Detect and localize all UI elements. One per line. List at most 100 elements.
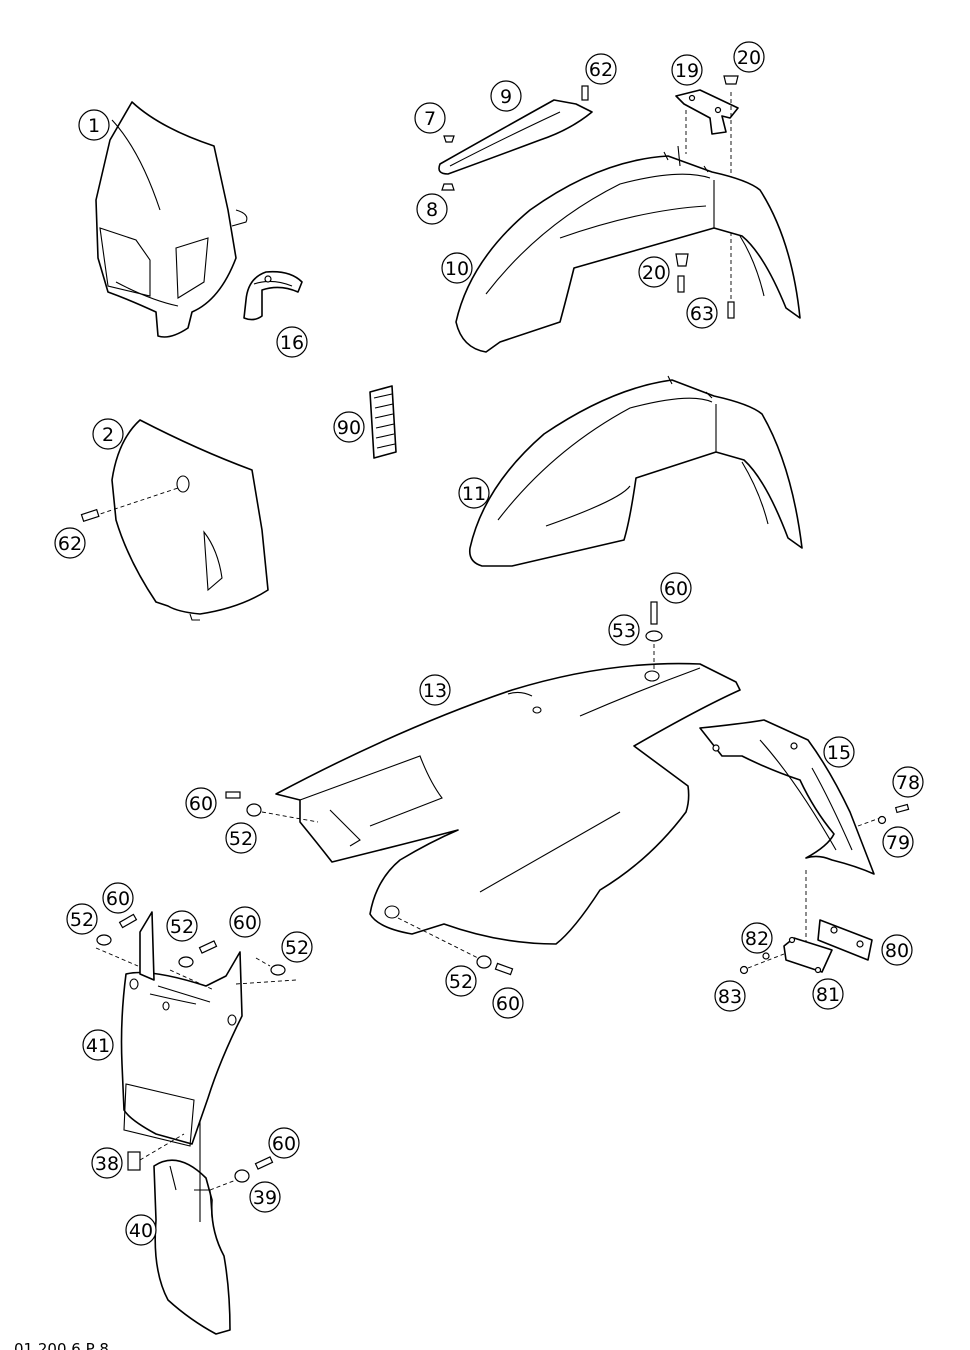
callout-number: 83 (718, 986, 742, 1008)
fender-brace (438, 99, 593, 175)
callout-number: 52 (170, 916, 194, 938)
nut-plate-light-icon (739, 965, 749, 975)
callout-circle (91, 1147, 123, 1179)
callout-number: 7 (424, 108, 436, 130)
callout-circle (490, 80, 522, 112)
callout-side-cover: 13 (419, 674, 451, 706)
screw-side-cover-left-icon (225, 791, 241, 799)
callout-number: 1 (88, 115, 100, 137)
callout-number: 19 (675, 60, 699, 82)
callout-number: 52 (449, 971, 473, 993)
washer-plate-light-icon (762, 952, 770, 960)
fender-mount-bracket (675, 89, 739, 135)
callout-circle (741, 922, 773, 954)
washer-rear-fender-left-icon (96, 934, 112, 946)
screw-fender-brace-icon (443, 135, 455, 143)
callout-number: 82 (745, 928, 769, 950)
screw-rear-fender-left-icon (118, 913, 138, 929)
callout-screw-mudflap: 60 (268, 1127, 300, 1159)
callout-number: 60 (664, 578, 688, 600)
callout-number: 79 (886, 832, 910, 854)
drawing-code: 01 200 6 P 8 (14, 1340, 109, 1350)
callout-number: 90 (337, 417, 361, 439)
callout-washer-side-cover-left: 52 (225, 822, 257, 854)
screw-rear-fender-mid-icon (198, 940, 218, 954)
callout-number: 63 (690, 303, 714, 325)
callout-circle (660, 572, 692, 604)
callout-fender-brace: 9 (490, 80, 522, 112)
callout-number: 60 (189, 793, 213, 815)
callout-circle (892, 766, 924, 798)
callout-circle (823, 736, 855, 768)
callout-circle (671, 54, 703, 86)
callout-number: 52 (70, 909, 94, 931)
headlight-mask (95, 101, 248, 338)
grommet-lower-icon (675, 253, 689, 267)
clip-nut-icon (127, 1151, 141, 1171)
callout-screw-front-fender: 63 (686, 297, 718, 329)
callout-mudflap: 40 (125, 1214, 157, 1246)
callout-washer-rear-fender-left: 52 (66, 903, 98, 935)
callout-license-plate-light: 80 (881, 934, 913, 966)
screw-plate-holder-icon (894, 803, 910, 814)
callout-circle (185, 787, 217, 819)
screw-side-cover-bottom-icon (494, 962, 514, 976)
callout-circle (733, 41, 765, 73)
washer-mudflap-icon (234, 1169, 250, 1183)
front-fender-alt (468, 375, 803, 567)
plate-light-bracket (783, 936, 833, 974)
callout-nut-fender-brace: 8 (416, 193, 448, 225)
callout-circle (66, 903, 98, 935)
screw-fender-brace-rear-icon (581, 85, 589, 101)
washer-rear-fender-right-icon (270, 964, 286, 976)
callout-screw-seat-top: 60 (660, 572, 692, 604)
callout-grommet-upper: 20 (733, 41, 765, 73)
callout-circle (419, 674, 451, 706)
mudflap (153, 1120, 231, 1335)
callout-circle (82, 1029, 114, 1061)
callout-circle (276, 326, 308, 358)
callout-circle (414, 102, 446, 134)
callout-plate-light-bracket: 81 (812, 978, 844, 1010)
callout-circle (441, 252, 473, 284)
callout-circle (686, 297, 718, 329)
callout-washer-rear-fender-right: 52 (281, 931, 313, 963)
callout-washer-plate-holder: 79 (882, 826, 914, 858)
callout-number: 39 (253, 1187, 277, 1209)
callout-headlight-bracket: 16 (276, 326, 308, 358)
callout-number: 40 (129, 1220, 153, 1242)
callout-number: 81 (816, 984, 840, 1006)
callout-washer-rear-fender-mid: 52 (166, 910, 198, 942)
callout-circle (492, 987, 524, 1019)
callout-circle (268, 1127, 300, 1159)
callout-circle (416, 193, 448, 225)
callout-circle (102, 882, 134, 914)
callout-number: 78 (896, 772, 920, 794)
callout-circle (125, 1214, 157, 1246)
nut-fender-brace-icon (441, 183, 455, 191)
callout-clip-nut: 38 (91, 1147, 123, 1179)
callout-circle (78, 109, 110, 141)
callout-number: 8 (426, 199, 438, 221)
side-cover (275, 662, 741, 945)
callout-number: 60 (496, 993, 520, 1015)
callout-circle (458, 477, 490, 509)
callout-screw-rear-fender-mid: 60 (229, 906, 261, 938)
callout-grommet-lower: 20 (638, 256, 670, 288)
callout-number-plate: 2 (92, 418, 124, 450)
callout-number: 20 (737, 47, 761, 69)
callout-screw-side-cover-bottom: 60 (492, 987, 524, 1019)
washer-side-cover-left-icon (246, 803, 262, 817)
callout-number: 13 (423, 680, 447, 702)
callout-number: 2 (102, 424, 114, 446)
callout-number: 11 (462, 483, 486, 505)
callout-circle (249, 1181, 281, 1213)
callout-number: 16 (280, 332, 304, 354)
callout-fender-mount-bracket: 19 (671, 54, 703, 86)
callout-circle (92, 418, 124, 450)
callout-reflector: 90 (333, 411, 365, 443)
callout-circle (333, 411, 365, 443)
callout-number: 60 (106, 888, 130, 910)
